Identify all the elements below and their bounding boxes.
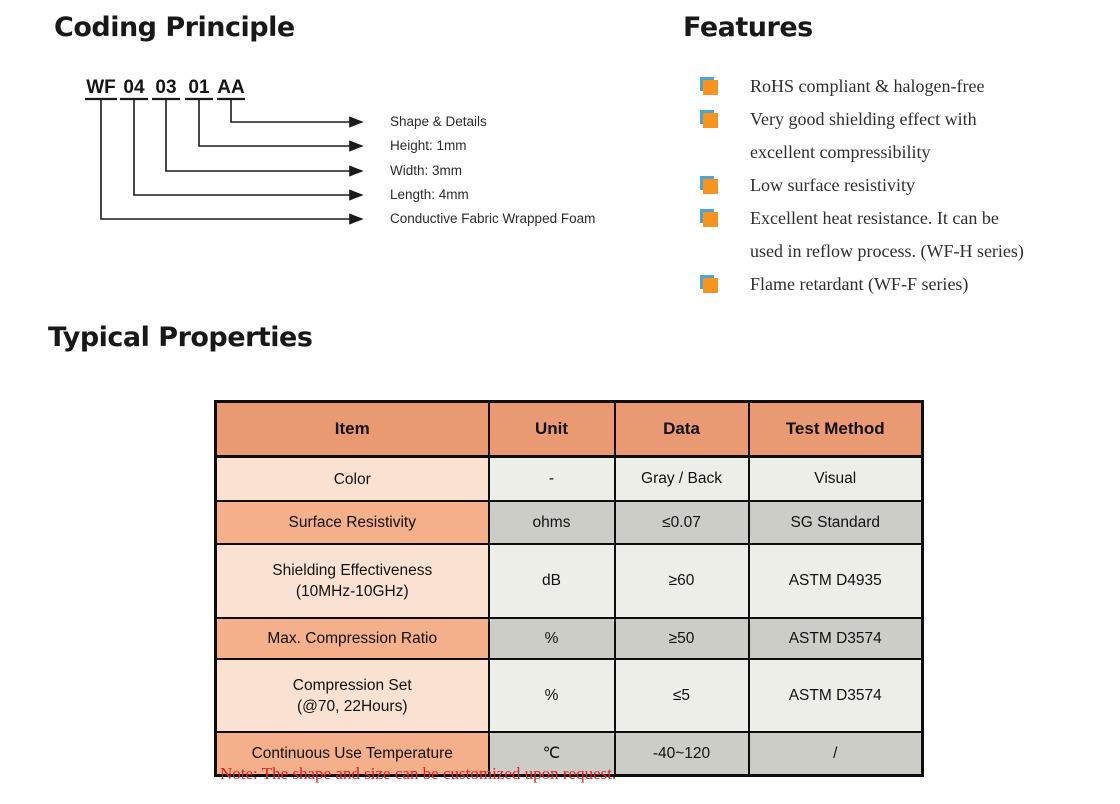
cell-item-line: Color [333, 470, 371, 488]
cell-data: ≤0.07 [613, 500, 750, 545]
square-bullet-icon [700, 110, 719, 129]
table-row: Continuous Use Temperature ℃ -40~120 / [214, 731, 924, 777]
cell-item-line: Continuous Use Temperature [251, 745, 453, 762]
cell-test-method: / [747, 731, 924, 777]
coding-diagram: WF 04 03 01 AA Shape & Details Height: 1… [85, 77, 595, 226]
header-item: Item [214, 400, 490, 458]
cell-item-line: Compression Set [292, 676, 412, 694]
cell-test-method: ASTM D3574 [747, 658, 924, 733]
cell-test-method: ASTM D4935 [747, 543, 924, 619]
connector-line [198, 100, 364, 152]
feature-line: Very good shielding effect with [750, 109, 977, 129]
code-segment: 04 [123, 77, 145, 98]
coding-principle-title: Coding Principle [54, 12, 295, 43]
feature-item: Excellent heat resistance. It can be use… [700, 202, 1120, 268]
features-list: RoHS compliant & halogen-free Very good … [700, 70, 1120, 301]
cell-test-method: ASTM D3574 [747, 617, 924, 660]
cell-unit: ohms [487, 500, 616, 545]
cell-test-method: SG Standard [747, 500, 924, 545]
feature-line: Flame retardant (WF-F series) [750, 274, 969, 294]
typical-properties-table-wrap: Item Unit Data Test Method Color - Gray … [214, 400, 924, 777]
feature-item: RoHS compliant & halogen-free [700, 70, 1120, 103]
cell-data: ≥60 [613, 543, 750, 619]
cell-unit: - [487, 455, 616, 502]
cell-item: Shielding Effectiveness (10MHz-10GHz) [214, 543, 490, 619]
cell-item: Surface Resistivity [214, 500, 490, 545]
cell-item-line: Surface Resistivity [288, 514, 416, 531]
table-row: Color - Gray / Back Visual [214, 455, 924, 502]
cell-unit: % [487, 617, 616, 660]
header-data: Data [613, 400, 750, 458]
code-label: Shape & Details [390, 114, 487, 129]
feature-item: Flame retardant (WF-F series) [700, 268, 1120, 301]
connector-line [100, 100, 364, 225]
feature-line: excellent compressibility [750, 142, 931, 162]
feature-line: RoHS compliant & halogen-free [750, 76, 985, 96]
square-bullet-icon [700, 275, 719, 294]
cell-data: -40~120 [613, 731, 750, 777]
code-segment: 03 [155, 77, 176, 98]
cell-unit: % [487, 658, 616, 733]
customization-note: Note: The shape and size can be customiz… [220, 764, 617, 783]
typical-properties-table: Item Unit Data Test Method Color - Gray … [214, 400, 924, 777]
cell-data: ≤5 [613, 658, 750, 733]
square-bullet-icon [700, 209, 719, 228]
feature-line: Excellent heat resistance. It can be [750, 208, 999, 228]
table-header-row: Item Unit Data Test Method [214, 400, 924, 458]
connector-line [230, 100, 364, 128]
cell-item: Continuous Use Temperature [214, 731, 490, 777]
cell-item-line: Shielding Effectiveness [272, 562, 433, 579]
header-test-method: Test Method [747, 400, 924, 458]
table-row: Surface Resistivity ohms ≤0.07 SG Standa… [214, 500, 924, 545]
cell-test-method: Visual [747, 455, 924, 502]
cell-item: Max. Compression Ratio [214, 617, 490, 660]
cell-item: Color [214, 455, 490, 502]
typical-properties-title: Typical Properties [48, 322, 313, 353]
cell-data: ≥50 [613, 617, 750, 660]
code-segment: AA [217, 77, 245, 98]
code-segment: WF [86, 77, 116, 98]
square-bullet-icon [700, 77, 719, 96]
cell-data: Gray / Back [613, 455, 750, 502]
connector-line [165, 100, 364, 177]
table-row: Max. Compression Ratio % ≥50 ASTM D3574 [214, 617, 924, 660]
code-label: Conductive Fabric Wrapped Foam [390, 211, 595, 226]
feature-item: Low surface resistivity [700, 169, 1120, 202]
code-label: Width: 3mm [390, 163, 462, 178]
cell-item-line: (10MHz-10GHz) [295, 583, 409, 600]
table-row: Compression Set (@70, 22Hours) % ≤5 ASTM… [214, 658, 924, 733]
cell-item-line: (@70, 22Hours) [297, 697, 408, 715]
features-title: Features [683, 12, 813, 43]
cell-item-line: Max. Compression Ratio [267, 630, 438, 647]
table-row: Shielding Effectiveness (10MHz-10GHz) dB… [214, 543, 924, 619]
feature-line: Low surface resistivity [750, 175, 915, 195]
cell-unit: dB [487, 543, 616, 619]
square-bullet-icon [700, 176, 719, 195]
code-segment: 01 [188, 77, 210, 98]
code-label: Height: 1mm [390, 138, 467, 153]
connector-line [133, 100, 364, 201]
header-unit: Unit [487, 400, 616, 458]
feature-line: used in reflow process. (WF-H series) [750, 241, 1024, 261]
code-label: Length: 4mm [390, 187, 469, 202]
cell-item: Compression Set (@70, 22Hours) [214, 658, 490, 733]
feature-item: Very good shielding effect with excellen… [700, 103, 1120, 169]
cell-unit: ℃ [487, 731, 616, 777]
